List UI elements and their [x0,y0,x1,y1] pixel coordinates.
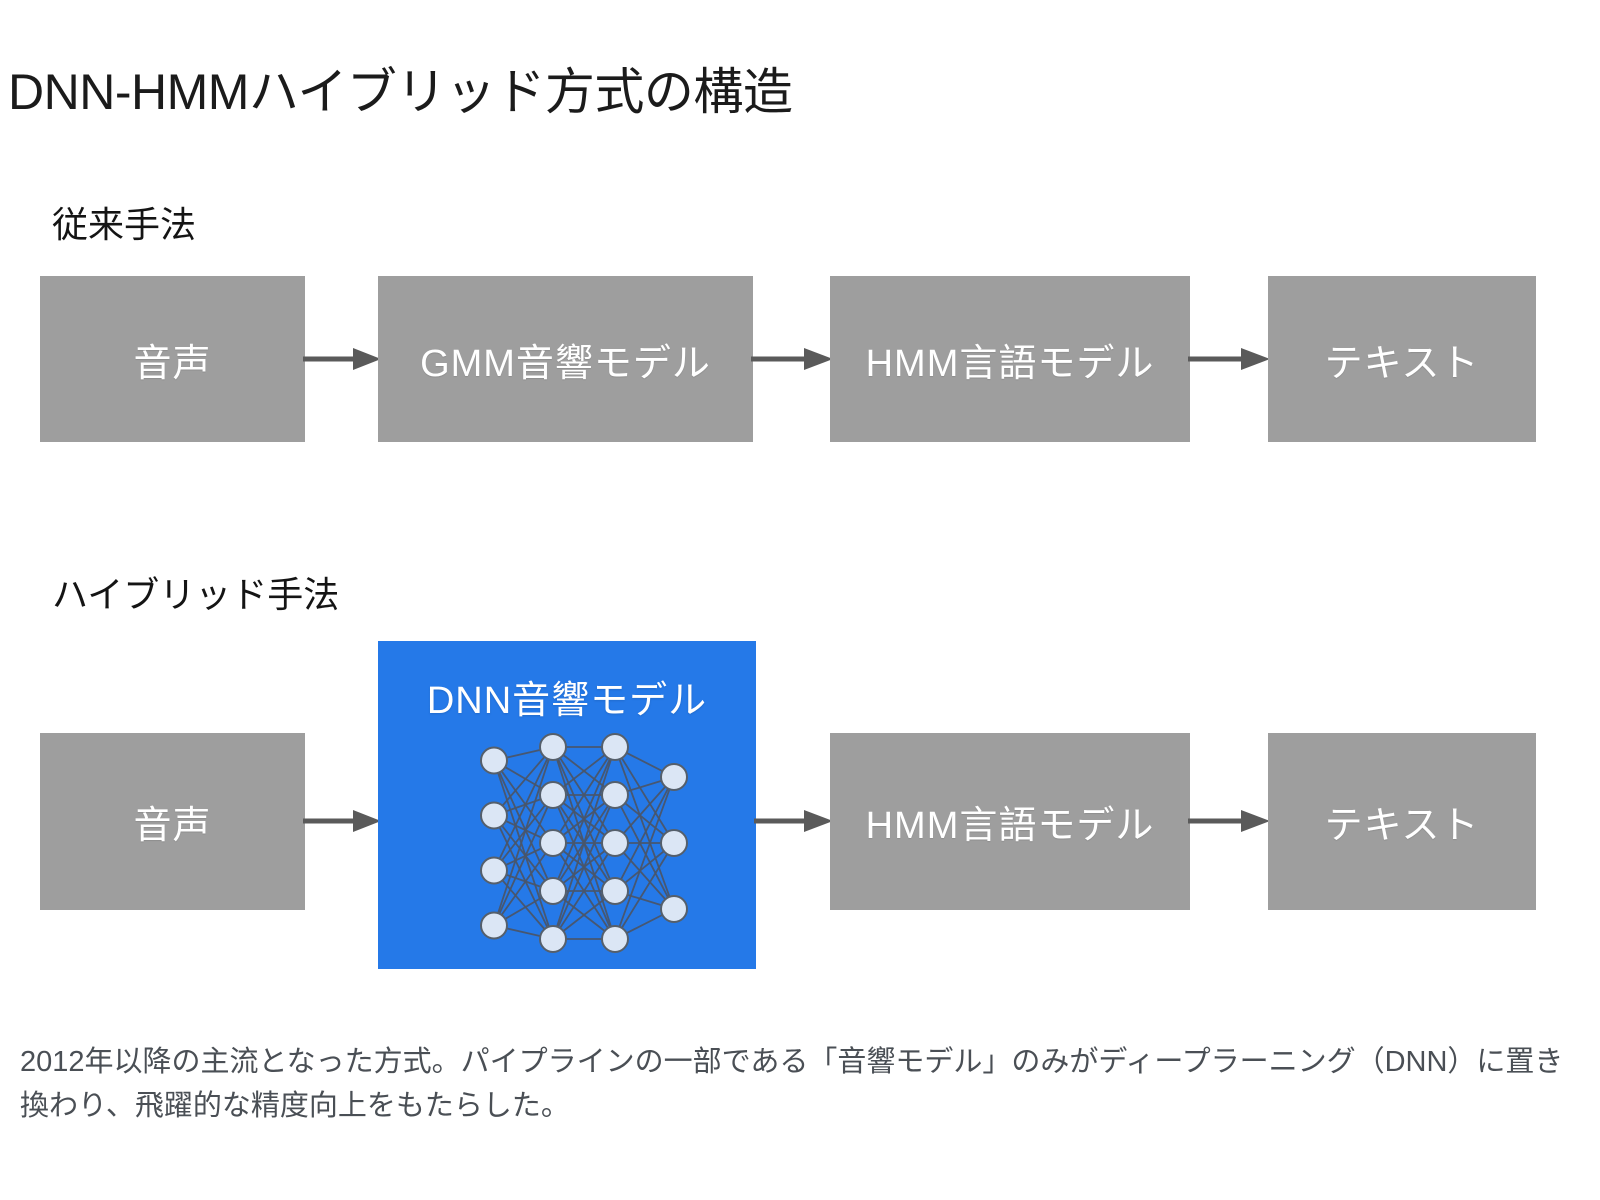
node-text-conventional: テキスト [1268,276,1536,442]
node-hmm-language-model-conventional: HMM言語モデル [830,276,1190,442]
node-label: 音声 [133,342,212,385]
arrow-speech-to-dnn [303,810,381,832]
arrow-speech-to-gmm [303,348,381,370]
node-label: テキスト [1324,342,1480,385]
arrow-hmm-to-text-hybrid [1188,810,1270,832]
section-label-conventional: 従来手法 [52,204,197,245]
node-speech-hybrid: 音声 [40,733,305,910]
node-label: HMM言語モデル [865,805,1155,847]
figure-caption: 2012年以降の主流となった方式。パイプラインの一部である「音響モデル」のみがデ… [20,1046,1564,1123]
dnn-title: DNN音響モデル [426,680,708,722]
node-label: HMM言語モデル [865,342,1155,385]
page-title: DNN-HMMハイブリッド方式の構造 [8,64,793,120]
neural-network-diagram [480,733,688,953]
node-gmm-acoustic-model: GMM音響モデル [378,276,753,442]
node-label: 音声 [133,805,212,847]
arrow-gmm-to-hmm [751,348,833,370]
node-text-hybrid: テキスト [1268,733,1536,910]
arrow-hmm-to-text [1188,348,1270,370]
arrow-dnn-to-hmm [754,810,833,832]
node-label: テキスト [1324,805,1480,847]
node-hmm-language-model-hybrid: HMM言語モデル [830,733,1190,910]
section-label-hybrid: ハイブリッド手法 [52,574,340,615]
node-label: GMM音響モデル [420,342,711,385]
node-speech-conventional: 音声 [40,276,305,442]
node-dnn-acoustic-model: DNN音響モデル [378,641,756,969]
